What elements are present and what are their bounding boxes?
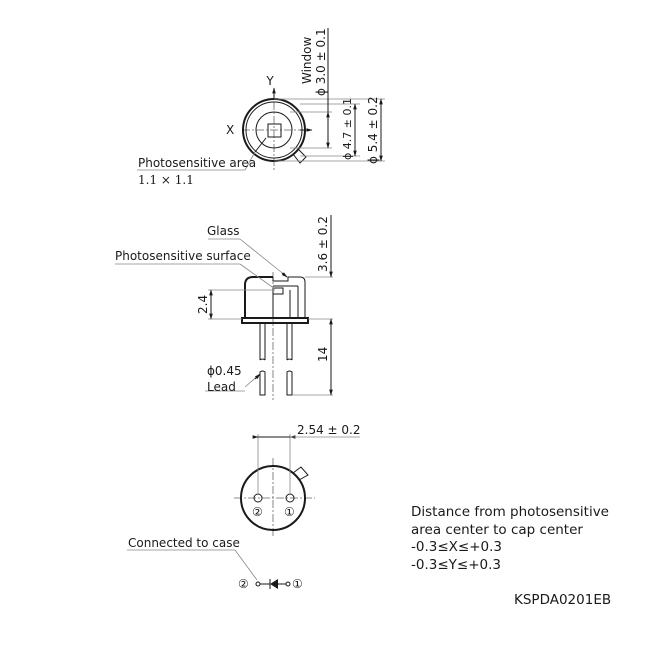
photosensitive-area-label: Photosensitive area: [138, 156, 256, 170]
schematic-pin-1: ①: [292, 577, 303, 591]
axis-x-label: X: [226, 123, 234, 137]
lead-length-dimension: 14: [316, 347, 330, 362]
lead-diameter-label: ϕ0.45: [207, 364, 242, 378]
pin-2-label: ②: [252, 505, 263, 519]
side-view: Glass Photosensitive surface 3.6 ± 0.2 2…: [115, 215, 333, 400]
outer-diameter-dimension: ϕ 5.4 ± 0.2: [366, 96, 380, 164]
note-line-2: area center to cap center: [411, 521, 583, 538]
note-line-4: -0.3≤Y≤+0.3: [411, 556, 501, 573]
top-view: Y X Window ϕ 3.0 ± 0.1 ϕ 4.7 ± 0.1 ϕ 5.4…: [137, 28, 385, 187]
surface-height-dimension: 2.4: [196, 295, 210, 314]
glass-label: Glass: [207, 224, 240, 238]
diode-symbol: ② ①: [238, 577, 303, 591]
note-line-3: -0.3≤X≤+0.3: [411, 539, 502, 555]
schematic-pin-2: ②: [238, 577, 249, 591]
inner-diameter-dimension: ϕ 4.7 ± 0.1: [341, 98, 354, 160]
window-label: Window: [300, 37, 314, 85]
bottom-view: 2.54 ± 0.2 ② ① Connected to case ② ①: [127, 423, 361, 591]
pin-pitch-dimension: 2.54 ± 0.2: [297, 423, 361, 437]
photosensitive-surface-label: Photosensitive surface: [115, 249, 251, 263]
pin-1-label: ①: [284, 505, 295, 519]
height-dimension: 3.6 ± 0.2: [316, 216, 330, 272]
window-dimension: ϕ 3.0 ± 0.1: [314, 28, 328, 96]
photosensitive-area-size: 1.1 × 1.1: [138, 173, 194, 187]
tolerance-note: Distance from photosensitive area center…: [411, 504, 609, 574]
axis-y-label: Y: [265, 74, 274, 88]
note-line-1: Distance from photosensitive: [411, 504, 609, 520]
lead-label: Lead: [207, 380, 236, 394]
drawing-code: KSPDA0201EB: [514, 592, 612, 608]
connected-to-case-label: Connected to case: [128, 536, 240, 550]
